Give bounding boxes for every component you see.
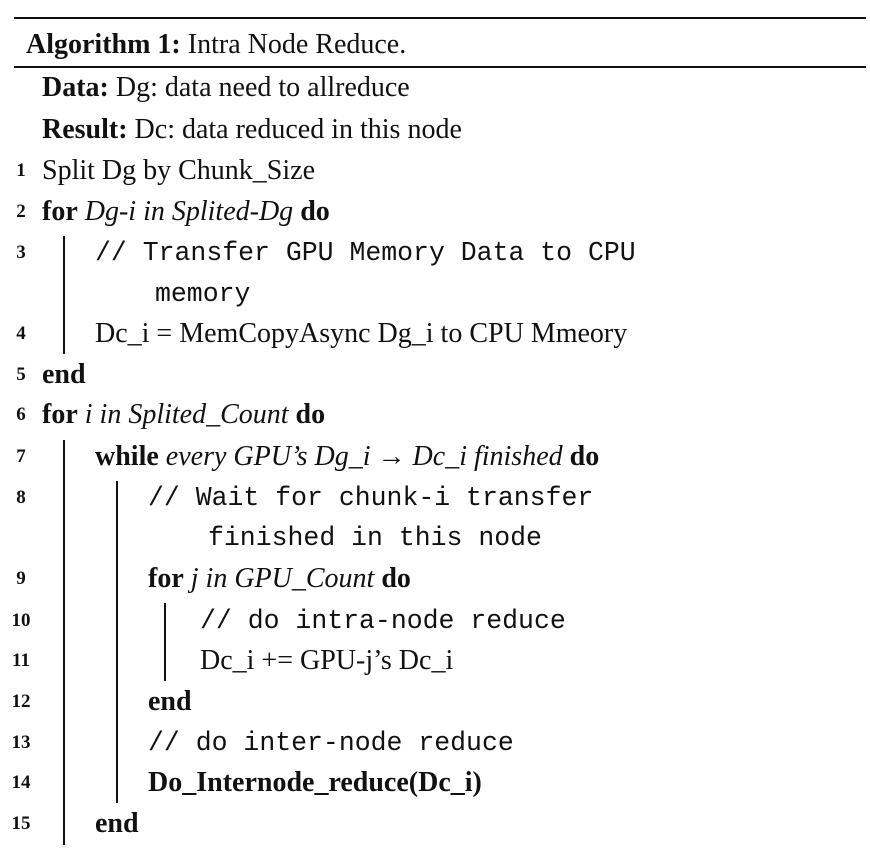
line-number: 11 bbox=[12, 650, 30, 671]
algo-line-9: 9 for j in GPU_Count do bbox=[0, 559, 870, 599]
algorithm-title: Intra Node Reduce. bbox=[187, 29, 407, 60]
block-bar-for-1 bbox=[63, 236, 65, 354]
algo-line-4: 4 Dc_i = MemCopyAsync Dg_i to CPU Mmeory bbox=[0, 314, 870, 354]
keyword-for: for bbox=[148, 563, 184, 594]
line-number: 14 bbox=[11, 772, 31, 793]
algo-line-3-cont: memory bbox=[0, 274, 870, 314]
line-text: Split Dg by Chunk_Size bbox=[42, 155, 316, 186]
keyword-end: end bbox=[95, 808, 139, 839]
keyword-do: do bbox=[295, 399, 326, 430]
algorithm-caption: Algorithm 1: Intra Node Reduce. bbox=[26, 25, 406, 65]
loop-expr: j in GPU_Count bbox=[190, 563, 375, 594]
block-bar-while bbox=[116, 481, 118, 803]
line-number: 6 bbox=[16, 404, 26, 425]
algo-line-6: 6 for i in Splited_Count do bbox=[0, 395, 870, 435]
keyword-while: while bbox=[95, 441, 159, 472]
line-text: Do_Internode_reduce(Dc_i) bbox=[148, 767, 482, 798]
algo-line-10: 10 // do intra-node reduce bbox=[0, 601, 870, 641]
line-text: Dc_i = MemCopyAsync Dg_i to CPU Mmeory bbox=[95, 318, 628, 349]
algo-line-3: 3 // Transfer GPU Memory Data to CPU bbox=[0, 233, 870, 273]
comment: // do inter-node reduce bbox=[148, 728, 514, 758]
loop-expr: every GPU’s Dg_i → Dc_i finished bbox=[165, 441, 563, 472]
algo-line-7: 7 while every GPU’s Dg_i → Dc_i finished… bbox=[0, 437, 870, 477]
result-line: Result: Dc: data reduced in this node bbox=[42, 110, 462, 150]
line-number: 8 bbox=[16, 487, 26, 508]
top-rule bbox=[14, 17, 866, 19]
keyword-do: do bbox=[569, 441, 600, 472]
line-number: 15 bbox=[11, 813, 31, 834]
algo-line-8-cont: finished in this node bbox=[0, 518, 870, 558]
line-text: Dc_i += GPU-j’s Dc_i bbox=[200, 645, 454, 676]
keyword-for: for bbox=[42, 399, 78, 430]
loop-expr: i in Splited_Count bbox=[84, 399, 289, 430]
data-keyword: Data: bbox=[42, 72, 109, 103]
keyword-for: for bbox=[42, 196, 78, 227]
result-text: Dc: data reduced in this node bbox=[134, 114, 462, 145]
comment-continuation: memory bbox=[155, 279, 251, 309]
caption-rule bbox=[14, 66, 866, 68]
data-text: Dg: data need to allreduce bbox=[115, 72, 410, 103]
algo-line-11: 11 Dc_i += GPU-j’s Dc_i bbox=[0, 641, 870, 681]
comment: // do intra-node reduce bbox=[200, 606, 566, 636]
comment: // Transfer GPU Memory Data to CPU bbox=[95, 238, 636, 268]
algorithm-label: Algorithm 1: bbox=[26, 29, 181, 60]
block-bar-for-2 bbox=[63, 440, 65, 845]
keyword-end: end bbox=[148, 686, 192, 717]
keyword-end: end bbox=[42, 359, 86, 390]
line-number: 3 bbox=[16, 242, 26, 263]
loop-expr: Dg-i in Splited-Dg bbox=[84, 196, 294, 227]
line-number: 2 bbox=[16, 201, 26, 222]
algo-line-8: 8 // Wait for chunk-i transfer bbox=[0, 478, 870, 518]
keyword-do: do bbox=[300, 196, 330, 227]
line-number: 9 bbox=[16, 568, 26, 589]
algo-line-5: 5 end bbox=[0, 355, 870, 395]
line-number: 4 bbox=[16, 323, 26, 344]
algo-line-14: 14 Do_Internode_reduce(Dc_i) bbox=[0, 763, 870, 803]
algo-line-12: 12 end bbox=[0, 682, 870, 722]
result-keyword: Result: bbox=[42, 114, 128, 145]
line-number: 7 bbox=[16, 446, 26, 467]
algo-line-13: 13 // do inter-node reduce bbox=[0, 723, 870, 763]
line-number: 12 bbox=[11, 691, 31, 712]
block-bar-for-3 bbox=[164, 603, 166, 681]
line-number: 10 bbox=[11, 610, 31, 631]
line-number: 1 bbox=[16, 160, 26, 181]
algo-line-1: 1 Split Dg by Chunk_Size bbox=[0, 151, 870, 191]
data-line: Data: Dg: data need to allreduce bbox=[42, 68, 410, 108]
algo-line-15: 15 end bbox=[0, 804, 870, 844]
comment-continuation: finished in this node bbox=[208, 523, 542, 553]
comment: // Wait for chunk-i transfer bbox=[148, 483, 594, 513]
line-number: 13 bbox=[11, 732, 31, 753]
algo-line-2: 2 for Dg-i in Splited-Dg do bbox=[0, 192, 870, 232]
keyword-do: do bbox=[381, 563, 411, 594]
line-number: 5 bbox=[16, 364, 26, 385]
